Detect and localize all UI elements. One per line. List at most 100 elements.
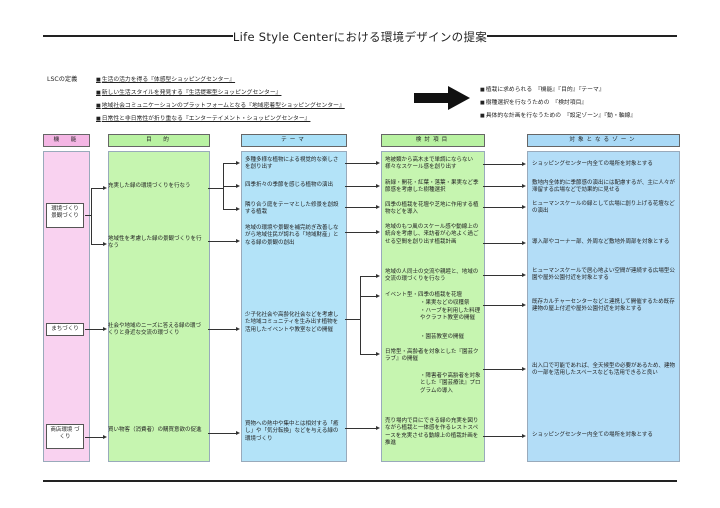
zone-text: 出入口で可能であれば、全天候型の必要があるため、建物の一部を活用したスペースなど… xyxy=(532,363,675,377)
definition-item: ■地域社会コミュニケーションのプラットフォームとなる『地域密着型ショッピングセン… xyxy=(96,103,345,109)
requirement-item: ■具体的な計画を行なうための 『設定ゾーン』『動・軸線』 xyxy=(480,113,637,119)
connector-line xyxy=(223,186,237,187)
zone-text: 導入部やコーナー部、外周など敷地外周部を対象とする xyxy=(532,239,670,245)
item-text: ・ハーブを利用した料理やクラフト教室の開催 xyxy=(420,308,481,322)
connector-line xyxy=(208,433,237,434)
zone-text: ヒューマンスケールの緑として広場に創り上げる花壇などの演出 xyxy=(532,201,675,215)
connector-line xyxy=(223,209,237,210)
header-purpose: 目 的 xyxy=(108,134,210,147)
connector-arrow xyxy=(236,206,240,211)
definition-item: ■新しい生活スタイルを発見する『生活提案型ショッピングセンター』 xyxy=(96,90,282,96)
connector-line xyxy=(208,241,237,242)
connector-arrow xyxy=(236,183,240,188)
connector-arrow xyxy=(376,183,380,188)
connector-line xyxy=(345,186,377,187)
column-items xyxy=(381,151,485,462)
definition-label: LSCの定義 xyxy=(47,76,78,83)
connector-line xyxy=(223,163,237,164)
item-text: 日常型・高齢者を対象とした『園芸クラブ』の開催 xyxy=(385,349,479,363)
purpose-text: 買い物客（消費者）の購買意欲の促進 xyxy=(108,427,202,433)
connector-arrow xyxy=(376,204,380,209)
connector-arrow xyxy=(376,425,380,430)
connector-arrow xyxy=(103,241,107,246)
connector-arrow xyxy=(522,366,526,371)
connector-line xyxy=(483,186,523,187)
bottom-rule xyxy=(43,480,677,482)
definition-item: ■日常性と非日常性が折り重なる『エンターテイメント・ショッピングセンター』 xyxy=(96,116,311,122)
column-theme xyxy=(241,151,347,462)
connector-line xyxy=(85,437,104,438)
connector-arrow xyxy=(236,326,240,331)
connector-arrow xyxy=(522,204,526,209)
function-box-town: まちづくり xyxy=(46,323,84,336)
connector-line xyxy=(360,276,361,354)
connector-line xyxy=(345,319,360,320)
theme-text: 地域の環境や景観を補完紡ぎ改善しながら地域住民が誇れる「地域財産」となる緑の景観… xyxy=(245,225,339,246)
header-function: 機 能 xyxy=(43,134,90,147)
header-zones: 対象となるゾーン xyxy=(527,134,680,147)
item-text: 四季の植栽を花壇や芝地に作用する植物などを導入 xyxy=(385,202,479,216)
function-box-shop: 商店環境 づくり xyxy=(46,424,84,449)
connector-arrow xyxy=(522,272,526,277)
connector-arrow xyxy=(236,430,240,435)
connector-line xyxy=(85,215,91,216)
connector-arrow xyxy=(103,434,107,439)
item-text: ・障害者や高齢者を対象とした『園芸療法』プログラムの導入 xyxy=(420,373,481,394)
connector-arrow xyxy=(103,185,107,190)
connector-line xyxy=(483,164,523,165)
item-text: ・果実などの収穫祭 xyxy=(420,300,470,306)
purpose-text: 充実した緑の環境づくりを行なう xyxy=(108,183,191,189)
page-title: Life Style Centerにおける環境デザインの提案 xyxy=(232,30,488,44)
connector-line xyxy=(345,232,377,233)
zone-text: ヒューマンスケールで居心地よい空間が連続する広場型公園や屋外公園付近を対象とする xyxy=(532,268,675,282)
zone-text: 敷地内全体的に季節感の演出には配慮するが、主に人々が滞留する広場などで効果的に見… xyxy=(532,180,675,194)
connector-line xyxy=(483,369,523,370)
item-text: 地域のもつ風のスケール感や動線上の統合を考慮し、来訪者が心地よく過ごせる空間を創… xyxy=(385,224,479,245)
connector-arrow xyxy=(376,351,380,356)
connector-arrow xyxy=(522,240,526,245)
connector-line xyxy=(345,428,377,429)
connector-line xyxy=(91,188,104,189)
connector-line xyxy=(91,244,104,245)
connector-line xyxy=(483,243,523,244)
connector-arrow xyxy=(236,238,240,243)
connector-line xyxy=(483,207,523,208)
item-text: ・園芸教室の開催 xyxy=(420,334,465,340)
header-theme: テーマ xyxy=(241,134,347,147)
connector-arrow xyxy=(522,161,526,166)
connector-arrow xyxy=(522,433,526,438)
connector-line xyxy=(208,188,223,189)
item-text: 新緑・開花・紅葉・落葉・果実など季節感を考慮した樹種選択 xyxy=(385,180,479,194)
connector-line xyxy=(483,305,523,306)
connector-line xyxy=(345,207,377,208)
item-text: 地域の人同士の交流や親睦と、地域の交流の環づくりを行なう xyxy=(385,269,479,283)
column-function xyxy=(43,151,90,462)
column-purpose xyxy=(108,151,210,462)
connector-arrow xyxy=(103,326,107,331)
item-text: 売り場内で目にできる緑の充実を図りながら植栽と一体感を作るレストスペースを充実さ… xyxy=(385,418,479,446)
connector-arrow xyxy=(376,160,380,165)
zone-text: 既存カルチャーセンターなどと連携して開催するため既存建物の屋上付近や屋外公園付近… xyxy=(532,299,675,313)
theme-text: 買物への熱中や集中とは相対する「癒し」や「気分転換」などを与える緑の環境づくり xyxy=(245,421,339,442)
zone-text: ショッピングセンター内全ての場所を対象とする xyxy=(532,432,653,438)
connector-arrow xyxy=(376,273,380,278)
connector-line xyxy=(483,436,523,437)
connector-line xyxy=(91,188,92,244)
connector-arrow xyxy=(376,293,380,298)
connector-arrow xyxy=(522,302,526,307)
item-text: イベント型・四季の植栽を花壇 xyxy=(385,292,463,298)
connector-arrow xyxy=(522,183,526,188)
theme-text: 多種多様な植物による視覚的な楽しさを創り出す xyxy=(245,157,339,171)
theme-text: 隣り合う庭をテーマとした修景を創設する植栽 xyxy=(245,202,339,216)
requirement-item: ■植栽に求められる 『機能』『目的』『テーマ』 xyxy=(480,87,605,93)
connector-line xyxy=(208,329,237,330)
requirement-item: ■樹種選択を行なうための 『検討項目』 xyxy=(480,100,588,106)
column-zones xyxy=(527,151,680,462)
big-arrow-icon xyxy=(414,86,470,110)
function-box-environment: 環境づくり 景観づくり xyxy=(46,203,84,228)
header-items: 検討項目 xyxy=(381,134,485,147)
connector-line xyxy=(360,296,377,297)
theme-text: 少子化社会や高齢化社会などを考慮した地域コミュニティを生み出す植物を活用したイベ… xyxy=(245,312,339,333)
title-rule-right xyxy=(487,35,677,37)
connector-arrow xyxy=(236,160,240,165)
